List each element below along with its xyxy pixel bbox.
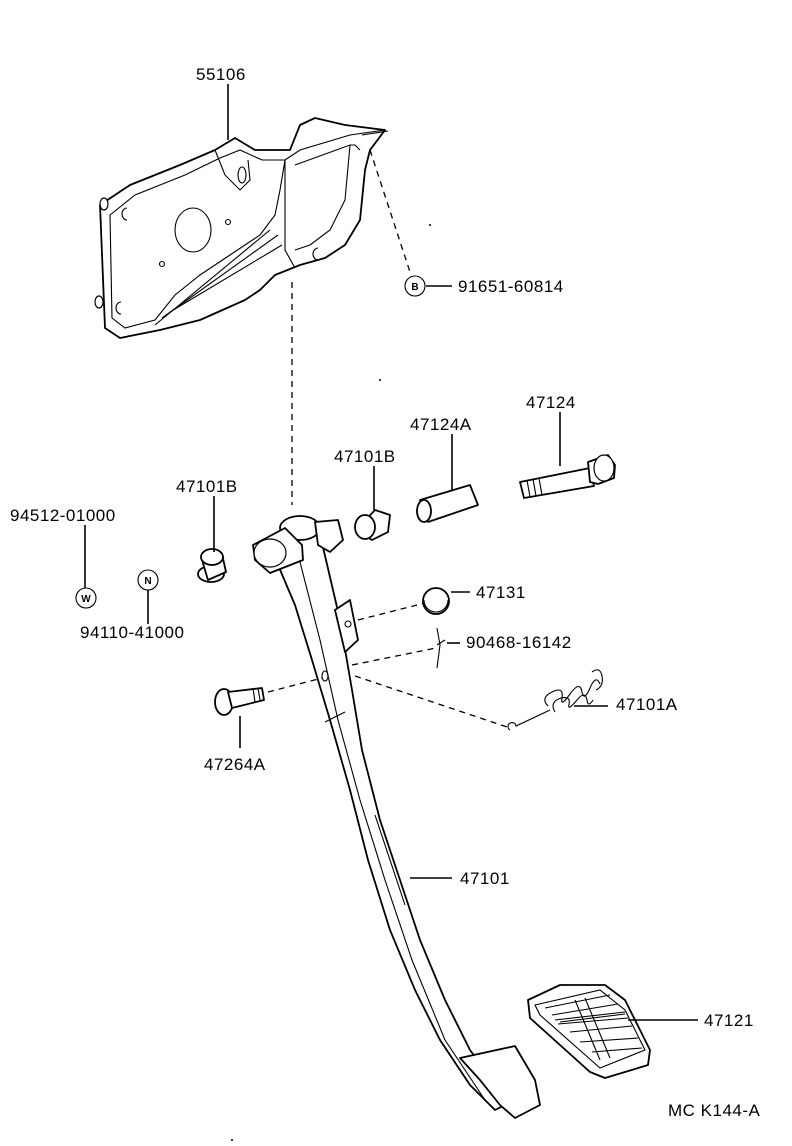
speck — [379, 379, 381, 381]
clip-47131-drawing — [422, 587, 450, 615]
pedal-arm-47101-drawing — [252, 515, 541, 1119]
badge-b-letter: B — [411, 282, 418, 293]
label-94512-01000: 94512-01000 — [10, 506, 116, 525]
label-47101b-left: 47101B — [176, 477, 238, 496]
bolt-47124-drawing — [519, 454, 616, 499]
badge-b: B — [404, 275, 426, 297]
pedal-pad-47121-drawing — [527, 984, 651, 1079]
label-94110-41000: 94110-41000 — [80, 623, 184, 642]
collar-47124a-drawing — [416, 484, 479, 523]
label-90468-16142: 90468-16142 — [466, 633, 572, 652]
speck — [429, 224, 431, 226]
bushing-47101b-right-drawing — [354, 509, 391, 541]
label-47121: 47121 — [704, 1011, 754, 1030]
label-47131: 47131 — [476, 583, 526, 602]
badge-w-letter: W — [81, 594, 91, 605]
label-47124: 47124 — [526, 393, 576, 412]
assembly-leader-lines — [267, 149, 511, 729]
bolt-47264a-drawing — [214, 687, 265, 716]
badge-w: W — [75, 587, 97, 609]
callout-lines — [84, 84, 698, 1021]
bracket-55106-drawing — [94, 117, 389, 339]
label-91651-60814: 91651-60814 — [458, 277, 564, 296]
bushing-47101b-left-drawing — [197, 548, 227, 583]
badge-n: N — [137, 569, 159, 591]
pin-90468-drawing — [436, 627, 446, 669]
label-55106: 55106 — [196, 65, 246, 84]
label-47101a: 47101A — [616, 695, 678, 714]
label-47264a: 47264A — [204, 755, 266, 774]
reference-code: MC K144-A — [668, 1101, 761, 1120]
label-47101b-right: 47101B — [334, 447, 396, 466]
label-47124a: 47124A — [410, 415, 472, 434]
speck — [231, 1139, 233, 1141]
label-47101: 47101 — [460, 869, 510, 888]
spring-47101a-drawing — [507, 669, 603, 731]
badge-n-letter: N — [144, 576, 151, 587]
